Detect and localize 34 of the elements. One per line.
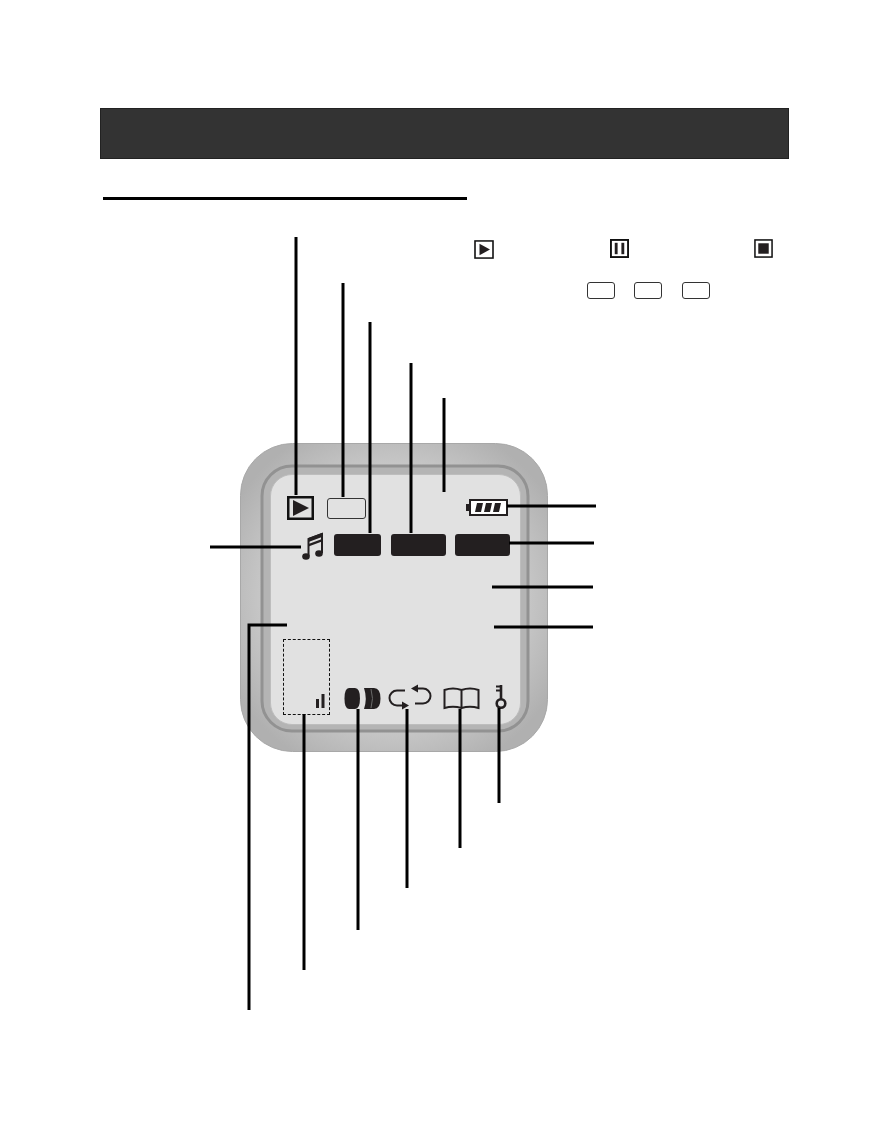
leader-line xyxy=(210,545,301,549)
display-segment xyxy=(455,534,510,556)
leader-line xyxy=(341,283,345,497)
leader-line xyxy=(368,322,372,533)
leader-line xyxy=(507,504,596,508)
indicator-frame xyxy=(587,282,615,299)
indicator-frame xyxy=(682,282,710,299)
music-note-icon xyxy=(302,532,324,561)
pause-icon xyxy=(610,239,629,258)
leader-line xyxy=(497,708,501,803)
leader-line xyxy=(405,709,409,888)
leader-line xyxy=(409,363,413,533)
play-icon xyxy=(474,240,494,259)
leader-line xyxy=(458,709,462,848)
repeat-icon xyxy=(387,684,433,710)
leader-line xyxy=(294,237,298,495)
leader-line xyxy=(356,709,360,930)
key-icon xyxy=(493,684,508,709)
display-segment xyxy=(391,534,446,556)
stop-icon xyxy=(754,239,773,258)
leader-line xyxy=(442,398,446,492)
play-icon xyxy=(287,496,314,520)
indicator-frame xyxy=(327,498,366,519)
leader-line xyxy=(494,625,593,629)
leader-line xyxy=(509,541,594,545)
leader-line xyxy=(492,585,593,589)
battery-icon xyxy=(466,499,508,516)
leader-line xyxy=(302,714,306,970)
cylinder-icon xyxy=(344,687,381,710)
indicator-frame xyxy=(634,282,662,299)
dashed-frame xyxy=(283,639,330,715)
lcd-screen xyxy=(270,474,521,725)
display-segment xyxy=(334,534,381,556)
book-icon xyxy=(443,686,480,710)
